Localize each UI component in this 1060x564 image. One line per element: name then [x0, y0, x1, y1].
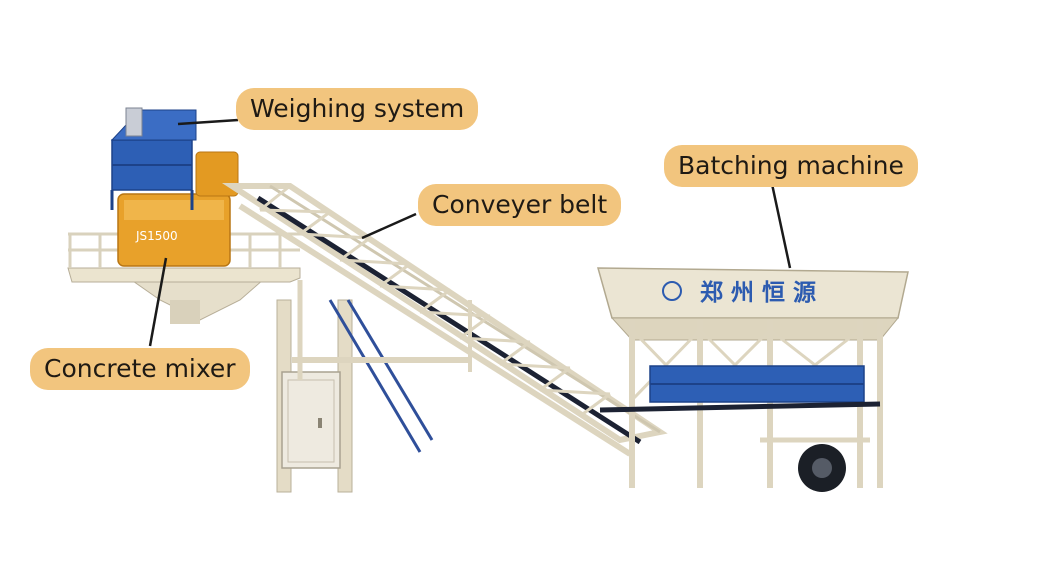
mixer-station: JS1500: [67, 107, 434, 493]
batcher-sign-text: 郑 州 恒 源: [700, 280, 816, 306]
label-weighing-system: Weighing system: [236, 88, 479, 130]
mixer-model-text: JS1500: [135, 229, 178, 243]
label-conveyer-belt: Conveyer belt: [418, 184, 622, 226]
batching-station: 郑 州 恒 源: [597, 267, 909, 492]
mixer-leader: [148, 257, 168, 347]
leader-lines: [148, 118, 792, 347]
control-cabinet: [281, 371, 341, 469]
batching-leader: [770, 183, 792, 269]
label-concrete-mixer: Concrete mixer: [30, 348, 250, 390]
conveyer-leader: [361, 212, 417, 240]
mixer-platform: [67, 267, 301, 283]
label-batching-machine: Batching machine: [664, 145, 918, 187]
weighing-leader: [177, 118, 239, 126]
conveyor-truss: [221, 183, 668, 457]
